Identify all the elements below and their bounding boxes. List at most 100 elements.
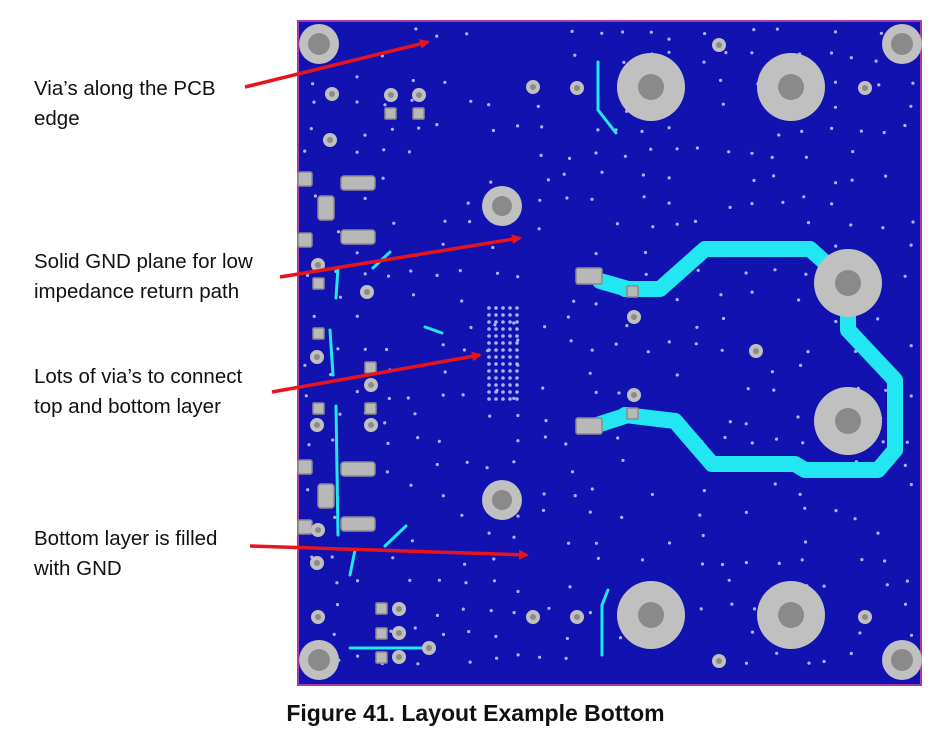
- stitching-via: [646, 350, 650, 354]
- square-pad: [412, 107, 425, 120]
- stitching-via: [853, 517, 857, 521]
- stitching-via: [909, 394, 913, 398]
- stitching-via: [406, 396, 410, 400]
- stitching-via: [728, 205, 732, 209]
- stitching-via: [859, 129, 864, 133]
- stitching-via: [695, 325, 699, 329]
- small-pad: [392, 602, 406, 616]
- stitching-via: [330, 555, 334, 559]
- stitching-via: [623, 154, 628, 158]
- stitching-via: [443, 370, 447, 374]
- stitching-via: [724, 51, 728, 55]
- small-pad: [422, 641, 436, 655]
- stitching-via: [651, 225, 655, 229]
- edge-pad: [297, 519, 313, 535]
- smd-pad: [340, 175, 376, 191]
- stitching-via: [435, 34, 439, 38]
- stitching-via: [303, 149, 307, 153]
- array-via: [494, 369, 498, 373]
- square-pad: [312, 402, 325, 415]
- stitching-via: [417, 126, 421, 130]
- stitching-via: [460, 513, 464, 517]
- stitching-via: [750, 151, 754, 155]
- stitching-via: [723, 435, 727, 440]
- square-pad: [384, 107, 397, 120]
- stitching-via: [537, 227, 541, 231]
- array-via: [508, 334, 512, 338]
- stitching-via: [877, 83, 881, 87]
- array-via: [494, 383, 498, 387]
- corner-mount-hole: [299, 640, 339, 680]
- stitching-via: [752, 178, 756, 183]
- stitching-via: [800, 558, 804, 562]
- array-via: [501, 327, 505, 331]
- stitching-via: [911, 220, 915, 224]
- array-via: [494, 327, 498, 331]
- stitching-via: [465, 32, 469, 36]
- stitching-via: [363, 272, 367, 276]
- stitching-via: [874, 59, 878, 63]
- array-via: [515, 348, 519, 352]
- stitching-via: [752, 28, 756, 32]
- square-pad: [312, 277, 325, 290]
- array-via: [487, 313, 491, 317]
- stitching-via: [616, 436, 620, 440]
- stitching-via: [386, 274, 391, 278]
- stitching-via: [773, 268, 777, 272]
- stitching-via: [387, 396, 391, 401]
- stitching-via: [600, 31, 604, 35]
- stitching-via: [492, 557, 496, 561]
- stitching-via: [543, 325, 547, 329]
- array-via: [501, 355, 505, 359]
- stitching-via: [336, 230, 341, 234]
- stitching-via: [494, 634, 498, 639]
- stitching-via: [727, 578, 731, 582]
- stitching-via: [543, 435, 548, 439]
- array-via: [494, 376, 498, 380]
- array-via: [508, 306, 512, 310]
- stitching-via: [798, 492, 802, 496]
- stitching-via: [567, 541, 571, 545]
- array-via: [494, 390, 498, 394]
- stitching-via: [385, 347, 389, 352]
- array-via: [494, 341, 498, 345]
- stitching-via: [383, 103, 387, 107]
- stitching-via: [675, 147, 679, 151]
- stitching-via: [311, 82, 315, 86]
- stitching-via: [413, 626, 417, 630]
- array-via: [487, 320, 491, 324]
- corner-mount-hole: [299, 24, 339, 64]
- stitching-via: [512, 611, 516, 615]
- small-pad: [570, 610, 584, 624]
- stitching-via: [618, 636, 623, 640]
- edge-pad: [297, 232, 313, 248]
- stitching-via: [390, 127, 394, 131]
- stitching-via: [466, 201, 470, 205]
- callout-via-array: Lots of via’s to connect top and bottom …: [34, 362, 294, 422]
- array-via: [494, 313, 498, 317]
- stitching-via: [777, 133, 781, 137]
- array-via: [494, 348, 498, 352]
- array-via: [515, 355, 519, 359]
- small-pad: [311, 523, 325, 537]
- stitching-via: [443, 80, 447, 84]
- stitching-via: [305, 273, 310, 277]
- callout-bottom-fill: Bottom layer is filled with GND: [34, 524, 294, 584]
- stitching-via: [590, 487, 594, 491]
- square-pad: [626, 407, 639, 420]
- stitching-via: [569, 339, 573, 343]
- callout-arrows: [244, 39, 529, 560]
- stitching-via: [750, 630, 755, 634]
- small-pad: [858, 81, 872, 95]
- callout-gnd-plane: Solid GND plane for low impedance return…: [34, 247, 294, 307]
- stitching-via: [588, 611, 593, 615]
- stitching-via: [588, 371, 592, 375]
- stitching-via: [849, 651, 853, 656]
- stitching-via: [590, 197, 594, 201]
- stitching-via: [441, 632, 446, 637]
- stitching-via: [909, 482, 913, 487]
- small-pad: [526, 610, 540, 624]
- callout-text-line: Lots of via’s to connect: [34, 365, 243, 388]
- stitching-via: [564, 442, 568, 446]
